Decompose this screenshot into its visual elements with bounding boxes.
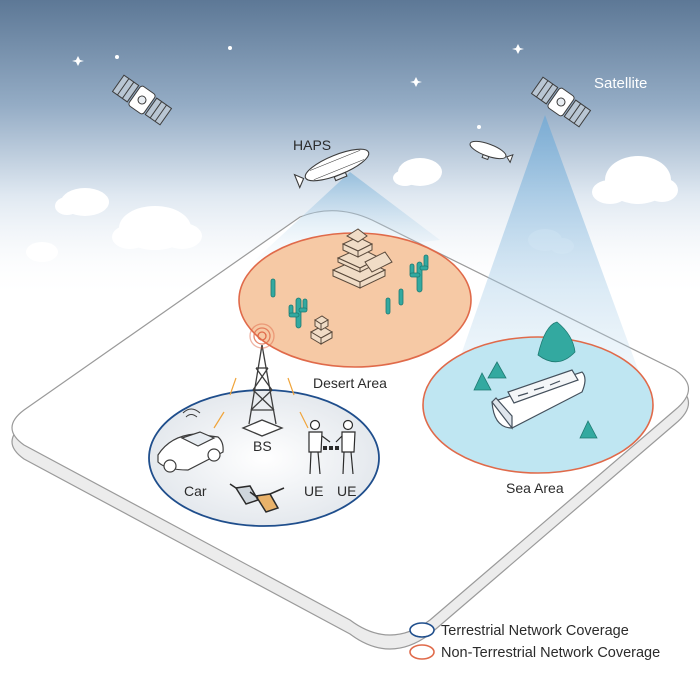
- cell-tower-icon: [241, 323, 284, 437]
- legend-non-terrestrial-label: Non-Terrestrial Network Coverage: [441, 645, 660, 661]
- car-label: Car: [184, 483, 207, 499]
- person-icon: [308, 419, 331, 475]
- legend-non-terrestrial-swatch: [409, 644, 435, 660]
- satellite-icon: [111, 74, 173, 126]
- haps-label: HAPS: [293, 137, 331, 153]
- haps-airship-icon: [293, 148, 370, 190]
- bs-label: BS: [253, 438, 272, 454]
- ue-label-1: UE: [304, 483, 323, 499]
- boat-icon: [491, 369, 586, 430]
- signal-rays: [213, 377, 309, 429]
- sea-area-label: Sea Area: [506, 480, 564, 496]
- cactus-icon: [270, 254, 429, 329]
- star-icon: [72, 44, 524, 129]
- desert-area-label: Desert Area: [313, 375, 387, 391]
- ellipsis-icon: [323, 446, 339, 450]
- haps-airship-icon: [469, 140, 514, 164]
- building-icon: [331, 228, 393, 289]
- legend-terrestrial-swatch: [409, 622, 435, 638]
- legend-terrestrial-label: Terrestrial Network Coverage: [441, 623, 629, 639]
- ar-glasses-icon: [229, 483, 285, 513]
- building-icon: [309, 315, 334, 345]
- satellite-beam: [440, 115, 640, 415]
- satellite-icon: [530, 76, 592, 128]
- tree-icon: [473, 321, 598, 439]
- ue-label-2: UE: [337, 483, 356, 499]
- person-icon: [335, 419, 356, 475]
- cloud-icon: [26, 156, 678, 262]
- car-icon: [157, 431, 224, 473]
- satellite-label: Satellite: [594, 75, 647, 92]
- legend: Terrestrial Network Coverage Non-Terrest…: [409, 622, 660, 661]
- wifi-icon: [182, 408, 201, 418]
